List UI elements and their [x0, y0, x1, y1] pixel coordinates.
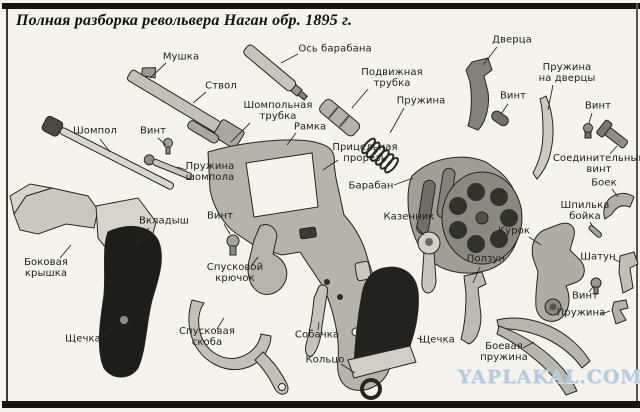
trigger-part [247, 224, 288, 295]
label-gate-screw-leader-line [500, 103, 509, 115]
connecting-screw-part [596, 119, 629, 149]
slider-part [460, 271, 487, 345]
barrel-part [126, 67, 245, 149]
label-connecting-screw-leader-line [609, 145, 618, 155]
ramrod-spring-part [143, 154, 193, 180]
label-ramrod-tube-leader-line [230, 122, 251, 143]
label-lanyard-ring-leader-line [340, 363, 356, 374]
frame-border-top [2, 3, 640, 9]
label-front-sight-leader-line [149, 62, 167, 79]
label-insert-leader-line [136, 227, 150, 244]
grip-panel-left-part [98, 225, 162, 378]
label-ramrod-leader-line [99, 138, 111, 153]
label-mainspring-leader-line [522, 341, 535, 349]
label-return-spring-leader-line [389, 107, 405, 134]
label-connecting-rod-leader-line [612, 258, 621, 263]
trigger-screw-part [226, 234, 240, 256]
hammer-part [531, 222, 585, 322]
label-firing-pin-pin-leader-line [589, 221, 594, 228]
label-ramrod-spring-leader-line [176, 166, 188, 171]
watermark: YAPLAKAL.COM [457, 366, 640, 388]
label-breech-leader-line [415, 225, 425, 236]
label-hammer-screw-leader-line [588, 286, 594, 293]
label-gate-spring-leader-line [547, 84, 554, 111]
pawl-part [305, 284, 328, 357]
gate-spring-screw-part [583, 123, 593, 139]
firing-pin-part [603, 192, 635, 220]
connecting-rod-part [618, 251, 639, 294]
grip-panel-right-part [347, 260, 419, 379]
label-cylinder-leader-line [393, 177, 414, 186]
label-firing-pin-leader-line [611, 188, 619, 198]
label-barrel-leader-line [192, 91, 207, 104]
label-side-cover-leader-line [59, 244, 72, 259]
frame-border-left [6, 9, 8, 401]
label-pawl-leader-line [317, 321, 320, 331]
gate-screw-part [491, 110, 509, 127]
label-cylinder-axis-leader-line [280, 53, 299, 64]
label-grip-panel-left-leader-line [97, 330, 112, 339]
ramrod-screw-part [163, 138, 173, 155]
frame-border-bottom [2, 401, 640, 408]
movable-tube-part [319, 98, 361, 137]
return-spring-part [361, 137, 399, 174]
side-cover-part [9, 183, 99, 235]
lanyard-ring-part [360, 378, 382, 400]
hammer-screw-part [590, 277, 602, 295]
label-pawl-spring-leader-line [600, 310, 611, 315]
ramrod-part [41, 115, 175, 190]
label-gate-spring-screw-leader-line [588, 112, 593, 124]
leader-lines [59, 46, 621, 374]
label-slider-leader-line [472, 266, 481, 284]
label-trigger-screw-leader-line [223, 223, 231, 235]
label-movable-tube-leader-line [351, 88, 369, 109]
label-ramrod-screw-leader-line [157, 137, 167, 146]
label-loading-gate-leader-line [482, 46, 498, 66]
gate-spring-part [532, 95, 554, 180]
label-trigger-guard-leader-line [216, 317, 225, 330]
pawl-spring-part [611, 299, 629, 325]
page-title: Полная разборка револьвера Наган обр. 18… [16, 12, 353, 29]
trigger-guard-part [188, 299, 289, 395]
cylinder-axis-part [243, 44, 309, 101]
firing-pin-pin-part [588, 225, 602, 238]
label-frame-leader-line [286, 132, 297, 146]
label-hammer-leader-line [528, 236, 542, 246]
breech-part [417, 231, 441, 294]
mainspring-part [496, 317, 591, 396]
label-trigger-leader-line [250, 256, 259, 267]
loading-gate-part [465, 57, 493, 131]
label-sight-notch-leader-line [322, 159, 339, 171]
label-grip-panel-right-leader-line [416, 337, 424, 341]
frame-border-right [636, 3, 638, 401]
